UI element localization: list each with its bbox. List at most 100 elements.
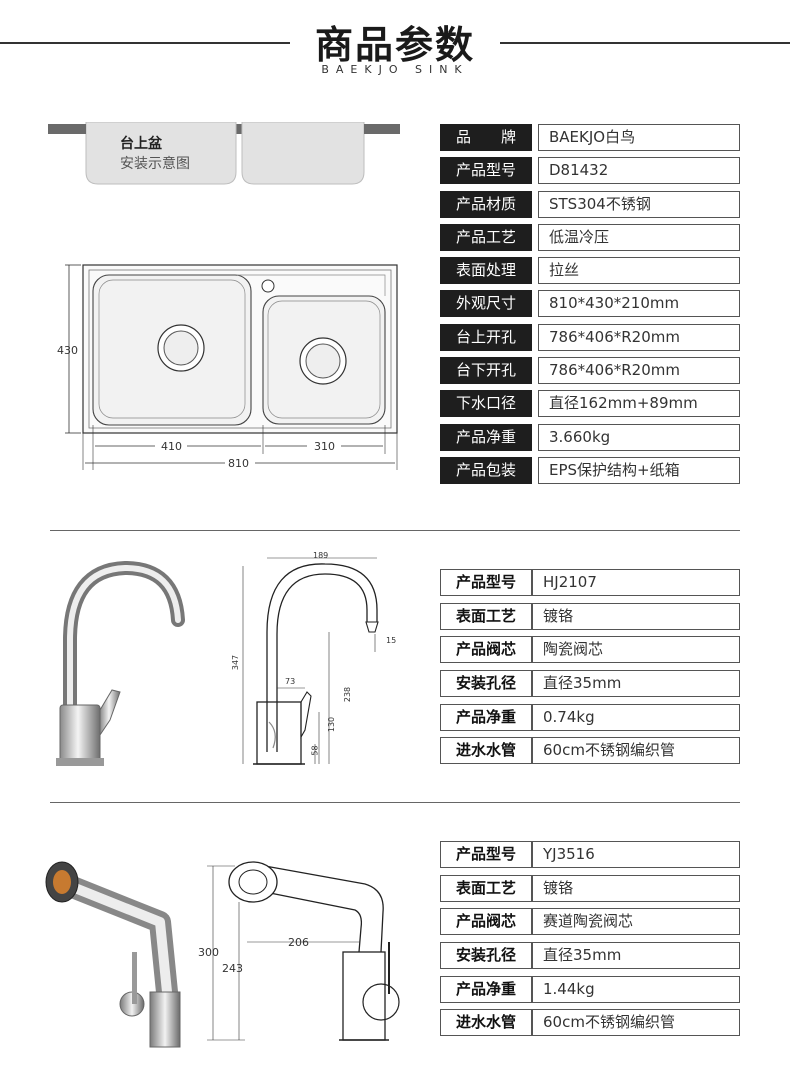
spec-key: 进水水管 [440, 737, 532, 765]
spec-value: 陶瓷阀芯 [532, 636, 740, 664]
spec-value: 60cm不锈钢编织管 [532, 1009, 740, 1037]
spec-value: 1.44kg [532, 975, 740, 1003]
mount-sublabel: 安装示意图 [120, 156, 190, 172]
page-title: 商品参数 [314, 23, 475, 67]
spec-row: 产品工艺低温冷压 [440, 223, 740, 251]
spec-key: 外观尺寸 [440, 290, 532, 318]
spec-row: 下水口径直径162mm+89mm [440, 390, 740, 418]
dim-f1-height: 347 [231, 654, 241, 671]
spec-key: 产品型号 [440, 841, 532, 868]
faucet2-drawing [207, 861, 400, 1041]
dim-sink-left: 410 [161, 440, 182, 453]
page-subtitle: BAEKJO SINK [321, 63, 469, 76]
sink-drawing [65, 264, 398, 470]
spec-row: 安装孔径直径35mm [440, 942, 740, 970]
spec-row: 产品阀芯赛道陶瓷阀芯 [440, 908, 740, 936]
header-line-right [500, 42, 790, 44]
dim-f1-spout: 238 [343, 686, 353, 703]
spec-key: 安装孔径 [440, 942, 532, 970]
spec-value: 786*406*R20mm [538, 323, 740, 351]
dim-f2-height: 300 [198, 946, 219, 959]
spec-key: 台下开孔 [440, 357, 532, 385]
spec-value: BAEKJO白鸟 [538, 124, 740, 151]
dim-f2-reach: 206 [288, 936, 309, 949]
dim-f2-body: 243 [222, 962, 243, 975]
spec-row: 产品阀芯陶瓷阀芯 [440, 636, 740, 664]
spec-value: 直径35mm [532, 670, 740, 698]
spec-key: 产品净重 [440, 703, 532, 731]
spec-value: 3.660kg [538, 423, 740, 451]
spec-value: 赛道陶瓷阀芯 [532, 908, 740, 936]
spec-key: 下水口径 [440, 390, 532, 418]
dim-sink-right: 310 [314, 440, 335, 453]
faucet2-photo [45, 861, 181, 1048]
spec-key: 进水水管 [440, 1009, 532, 1037]
spec-key: 产品阀芯 [440, 636, 532, 664]
spec-key: 产品包装 [440, 456, 532, 484]
spec-value: EPS保护结构+纸箱 [538, 456, 740, 484]
spec-key: 品 牌 [440, 124, 532, 151]
mount-diagram [48, 122, 400, 185]
spec-key: 表面工艺 [440, 874, 532, 902]
spec-value: HJ2107 [532, 569, 740, 596]
spec-value: 直径35mm [532, 942, 740, 970]
dim-f1-width: 189 [313, 551, 329, 560]
faucet1-drawing [242, 557, 379, 765]
spec-key: 产品阀芯 [440, 908, 532, 936]
spec-value: D81432 [538, 157, 740, 185]
spec-key: 产品型号 [440, 157, 532, 185]
dim-f1-tip: 15 [386, 636, 397, 645]
spec-row: 表面处理拉丝 [440, 257, 740, 285]
mount-label: 台上盆 [120, 136, 162, 152]
spec-value: 拉丝 [538, 257, 740, 285]
spec-key: 产品净重 [440, 423, 532, 451]
spec-value: 786*406*R20mm [538, 357, 740, 385]
spec-key: 产品净重 [440, 975, 532, 1003]
dim-f1-offset: 73 [285, 677, 296, 686]
spec-key: 产品型号 [440, 569, 532, 596]
spec-key: 表面处理 [440, 257, 532, 285]
spec-value: YJ3516 [532, 841, 740, 868]
spec-value: 0.74kg [532, 703, 740, 731]
dim-sink-height: 430 [57, 344, 78, 357]
spec-key: 产品工艺 [440, 223, 532, 251]
header-line-left [0, 42, 290, 44]
dim-sink-total: 810 [228, 457, 249, 470]
spec-value: 60cm不锈钢编织管 [532, 737, 740, 765]
spec-key: 表面工艺 [440, 602, 532, 630]
spec-key: 台上开孔 [440, 323, 532, 351]
section-divider [50, 530, 740, 531]
spec-value: STS304不锈钢 [538, 190, 740, 218]
dim-f1-base: 130 [327, 716, 337, 733]
spec-row: 安装孔径直径35mm [440, 670, 740, 698]
spec-value: 810*430*210mm [538, 290, 740, 318]
spec-key: 安装孔径 [440, 670, 532, 698]
dim-f1-foot: 58 [310, 745, 320, 756]
spec-row: 表面工艺镀铬 [440, 874, 740, 902]
spec-value: 低温冷压 [538, 223, 740, 251]
faucet1-photo [56, 560, 185, 766]
section-divider [50, 802, 740, 803]
spec-value: 镀铬 [532, 874, 740, 902]
spec-value: 镀铬 [532, 602, 740, 630]
spec-key: 产品材质 [440, 190, 532, 218]
spec-value: 直径162mm+89mm [538, 390, 740, 418]
spec-row: 表面工艺镀铬 [440, 602, 740, 630]
